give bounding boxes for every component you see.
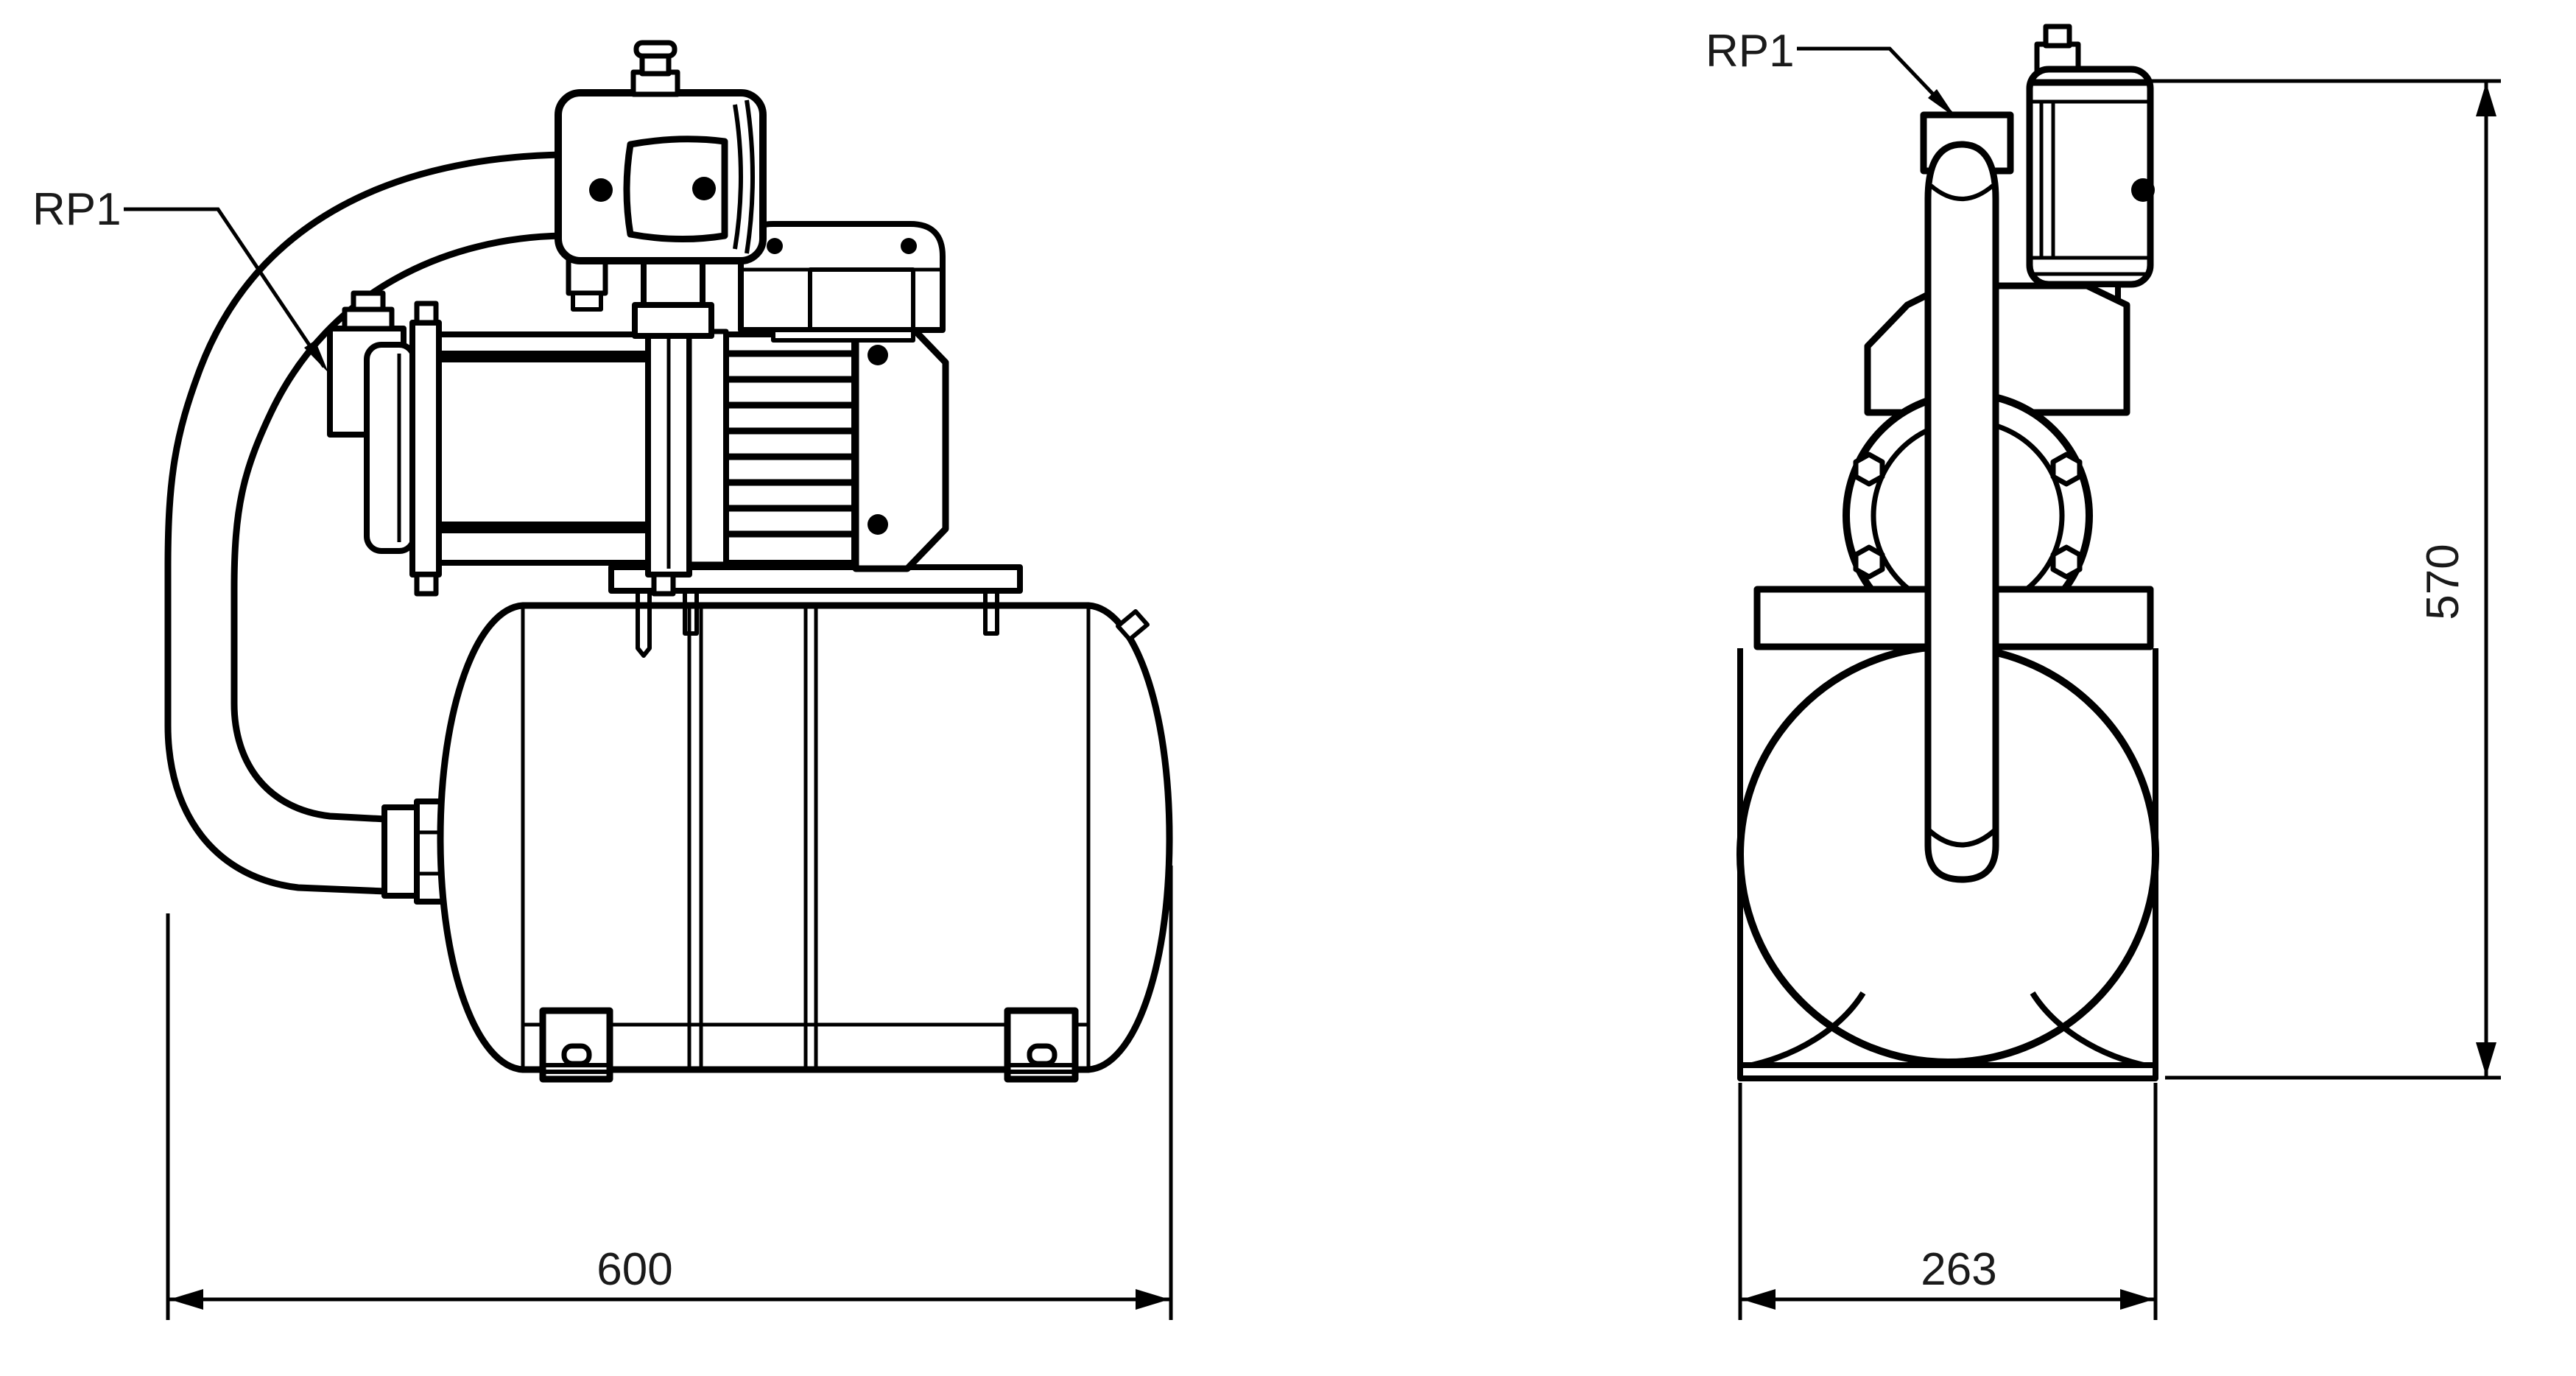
saddle-base: [1737, 1062, 2158, 1081]
pump-end-cover: [364, 342, 417, 554]
base-plate: [608, 564, 1023, 658]
rp1-callout-front: RP1: [1706, 26, 1956, 118]
tank-inlet-fitting: [381, 798, 448, 905]
suction-port-plug: [351, 290, 386, 312]
rp1-arrowhead-front: [1928, 89, 1956, 118]
tank-foot-right: [1004, 1007, 1079, 1083]
dimension-arrow: [2476, 83, 2496, 116]
dimension-600-value: 600: [597, 1244, 672, 1295]
tank-foot-left: [539, 1007, 613, 1083]
front-view: RP1 263 570: [1706, 24, 2501, 1320]
rp1-label-front: RP1: [1706, 26, 1795, 77]
dimension-600: 600: [166, 866, 1173, 1320]
dimension-570: 570: [2033, 79, 2501, 1080]
rp1-label-side: RP1: [32, 184, 122, 235]
rp1-callout-side: RP1: [32, 184, 328, 373]
dimension-263: 263: [1738, 1083, 2158, 1320]
hose-top-line: [1929, 183, 1994, 201]
hose-outer-edge: [164, 151, 565, 895]
suction-port-collar: [342, 306, 395, 331]
terminal-box-screw: [901, 238, 917, 254]
dimension-570-value: 570: [2418, 544, 2468, 619]
motor-terminal-box: [738, 221, 946, 343]
air-valve: [1116, 609, 1150, 642]
mounting-pin: [636, 591, 652, 658]
switch-window: [623, 136, 728, 243]
dimension-arrow: [169, 1289, 203, 1310]
motor-fins: [723, 331, 857, 566]
dimension-arrow: [1742, 1289, 1776, 1310]
mounting-pin: [683, 591, 699, 636]
pressure-switch: [555, 40, 767, 339]
cap-bolt: [868, 514, 888, 535]
mounting-pin: [983, 591, 999, 636]
rp1-leader-front: [1797, 46, 1953, 115]
switch-screw: [2131, 178, 2155, 202]
dimension-263-value: 263: [1921, 1244, 1996, 1295]
hose-inner-edge: [230, 232, 565, 823]
flexible-hose-front: [1924, 141, 1999, 883]
switch-lower-fitting: [566, 256, 608, 296]
flexible-hose: [164, 151, 565, 895]
motor-adapter: [686, 329, 729, 567]
stem-collar: [632, 302, 714, 339]
cap-bolt: [868, 345, 888, 365]
side-view: RP1 600: [32, 40, 1173, 1320]
pressure-switch-front: [2026, 24, 2155, 327]
rp1-leader-side: [124, 207, 326, 368]
hose-tip-line: [1926, 827, 1998, 848]
dimension-arrow: [2120, 1289, 2154, 1310]
rp1-arrowhead-side: [304, 340, 328, 373]
dimension-arrow: [2476, 1042, 2496, 1076]
switch-screw: [692, 177, 716, 200]
pressure-tank: [437, 602, 1173, 1073]
dimension-arrow: [1136, 1289, 1169, 1310]
pump-flange: [409, 320, 442, 578]
saddle-stand: [1737, 648, 2158, 1081]
switch-screw: [589, 178, 613, 202]
pump-and-motor: [327, 221, 949, 597]
terminal-box-screw: [767, 238, 783, 254]
